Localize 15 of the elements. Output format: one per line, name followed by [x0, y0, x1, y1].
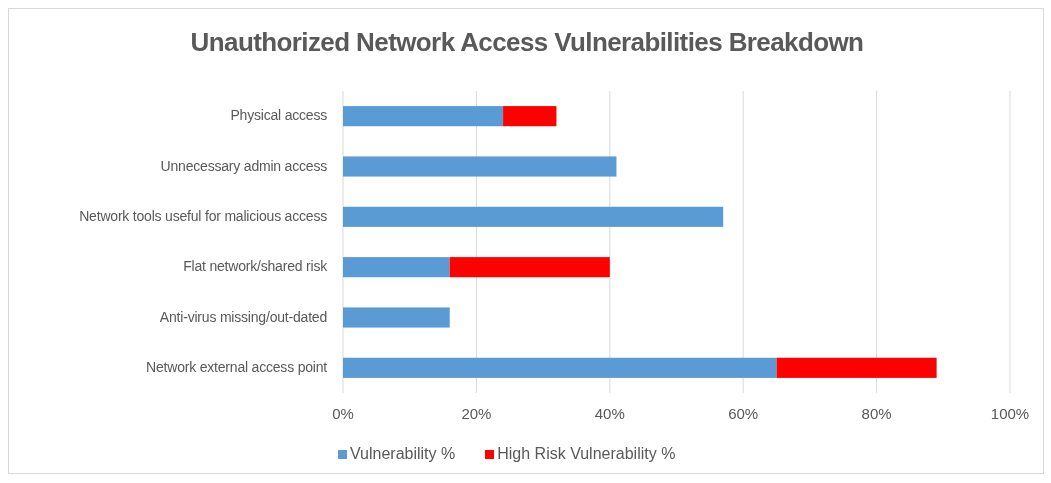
category-label: Flat network/shared risk	[183, 258, 327, 275]
tick-label: 20%	[460, 405, 493, 422]
category-label: Physical access	[230, 107, 327, 124]
legend-label: Vulnerability %	[350, 445, 456, 463]
category-label: Network external access point	[146, 358, 327, 375]
chart-title: Unauthorized Network Access Vulnerabilities Breakdown	[189, 27, 865, 58]
tick-label: 0%	[331, 405, 355, 422]
tick-label: 80%	[860, 405, 893, 422]
tick-label: 60%	[727, 405, 760, 422]
category-label: Unnecessary admin access	[160, 157, 327, 174]
tick-label: 40%	[593, 405, 626, 422]
legend-label: High Risk Vulnerability %	[497, 445, 676, 463]
category-label: Network tools useful for malicious access	[79, 207, 327, 224]
tick-label: 100%	[989, 405, 1031, 422]
category-label: Anti-virus missing/out-dated	[159, 308, 327, 325]
